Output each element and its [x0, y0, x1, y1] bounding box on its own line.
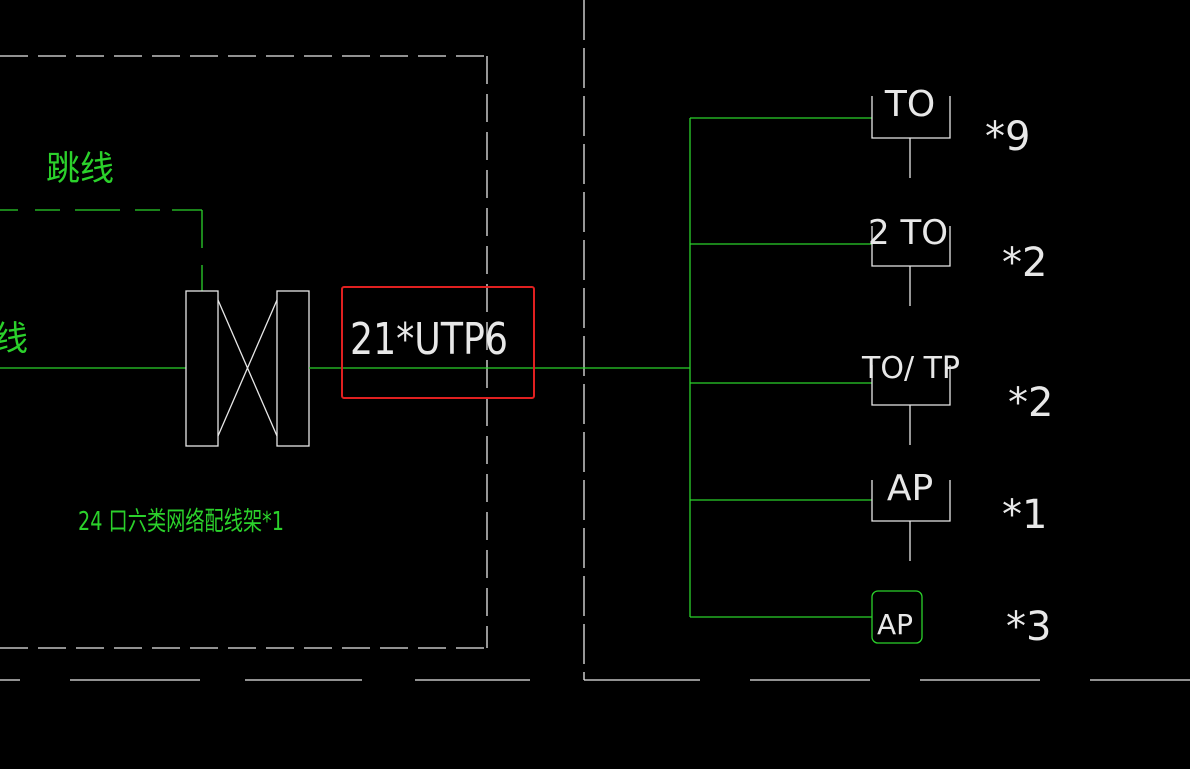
outlet-label: AP [877, 608, 913, 641]
outlet-2to: 2 TO *2 [690, 213, 1047, 306]
outlet-label: AP [887, 468, 933, 509]
outlet-wireless-ap: AP *3 [690, 590, 1051, 650]
outlet-count: *2 [1008, 380, 1053, 426]
patch-panel-symbol [185, 290, 310, 447]
cable-left-label: 线 [0, 319, 28, 359]
outlet-count: *2 [1002, 240, 1047, 286]
outlet-label: 2 TO [868, 213, 948, 253]
outlet-to: TO *9 [690, 84, 1030, 178]
outlet-count: *9 [985, 114, 1030, 160]
patch-panel-label: 24 口六类网络配线架*1 [78, 507, 284, 537]
cable-spec-label: 21*UTP6 [350, 314, 508, 365]
outlet-count: *1 [1002, 492, 1047, 538]
outlet-label: TO/ TP [861, 351, 960, 386]
outlet-count: *3 [1006, 604, 1051, 650]
outlet-ap: AP *1 [690, 468, 1047, 561]
frame-enclosure [0, 55, 488, 649]
outlet-label: TO [884, 84, 935, 125]
jumper-line [0, 209, 203, 291]
highlight-box[interactable] [341, 286, 535, 399]
jumper-label: 跳线 [46, 149, 114, 189]
outlet-to-tp: TO/ TP *2 [690, 351, 1053, 445]
